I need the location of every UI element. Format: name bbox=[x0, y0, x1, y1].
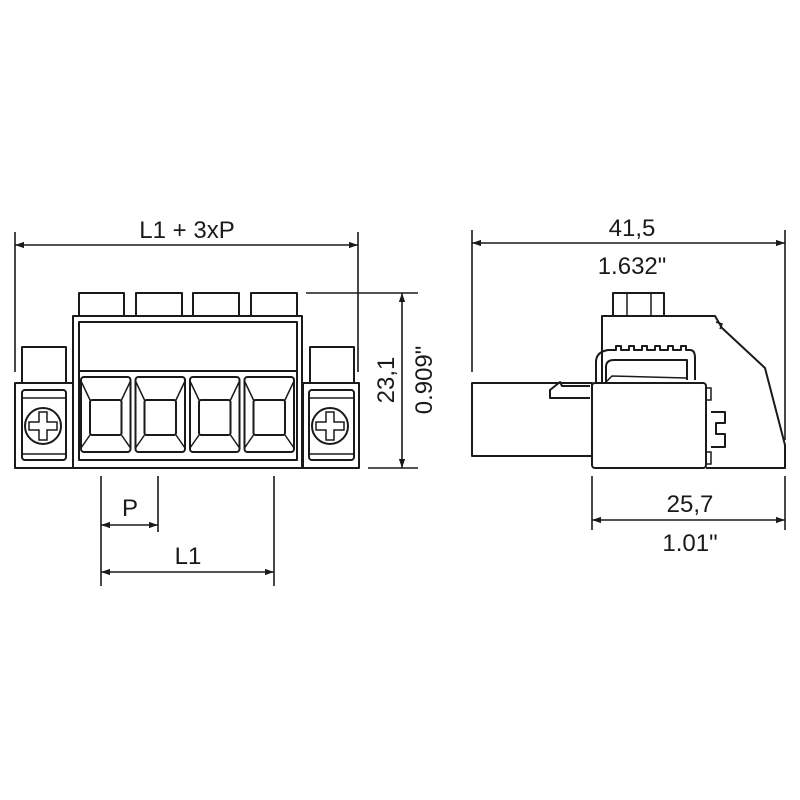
height-in-label: 0.909" bbox=[411, 346, 438, 415]
wire-entry bbox=[80, 376, 132, 453]
dimension-pitch: P bbox=[100, 476, 275, 586]
hex-nut-icon bbox=[612, 292, 665, 317]
depth-mm-label: 41,5 bbox=[609, 215, 656, 242]
lever-bracket bbox=[595, 345, 696, 383]
side-screw bbox=[705, 387, 726, 465]
right-flange bbox=[302, 346, 360, 469]
pitch-label: P bbox=[122, 495, 138, 522]
wire-entries bbox=[80, 376, 295, 453]
dimension-overall-width: L1 + 3xP bbox=[14, 217, 359, 372]
plug-body bbox=[471, 382, 593, 457]
dimension-length: L1 bbox=[101, 543, 274, 576]
upper-body bbox=[601, 315, 786, 469]
body-in-label: 1.01" bbox=[662, 530, 717, 557]
screw-icon bbox=[24, 407, 62, 445]
latch bbox=[549, 381, 590, 399]
wire-entry bbox=[243, 376, 295, 453]
body-mm-label: 25,7 bbox=[667, 491, 714, 518]
housing bbox=[72, 315, 303, 469]
dimension-height: 23,1 0.909" bbox=[306, 292, 438, 469]
overall-width-label: L1 + 3xP bbox=[139, 217, 234, 244]
screw-icon bbox=[311, 407, 349, 445]
depth-in-label: 1.632" bbox=[598, 253, 667, 280]
length-label: L1 bbox=[175, 543, 202, 570]
dimension-depth: 41,5 1.632" bbox=[471, 215, 786, 440]
left-flange bbox=[14, 346, 74, 469]
wire-entry bbox=[189, 376, 241, 453]
height-mm-label: 23,1 bbox=[373, 357, 400, 404]
side-view: 41,5 1.632" 25,7 1.01" bbox=[471, 215, 786, 557]
front-view: L1 + 3xP 23,1 0.909" P L1 bbox=[14, 217, 438, 586]
wire-entry bbox=[134, 376, 186, 453]
dimension-body: 25,7 1.01" bbox=[591, 476, 786, 557]
top-tabs bbox=[78, 292, 298, 317]
main-body bbox=[591, 382, 707, 469]
